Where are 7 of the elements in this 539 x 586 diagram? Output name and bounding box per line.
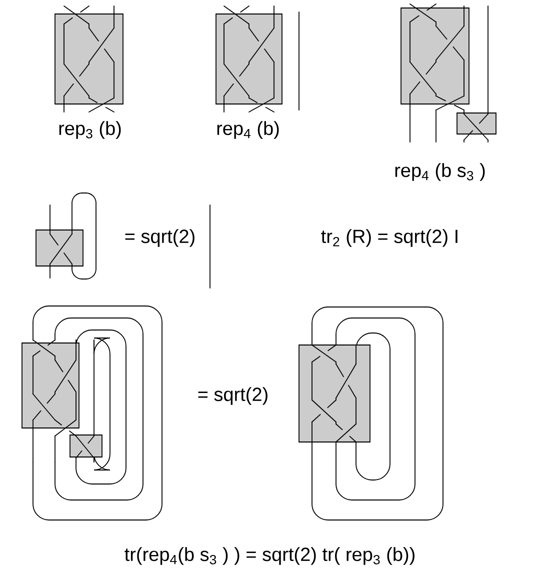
equation: rep$_{4}$ (b s$_{3}$ ) [395,163,485,181]
equation: tr(rep$_{4}$(b s$_{3}$ ) ) = sqrt(2) tr( rep$_{3}$ (b)) [124,547,414,565]
equation: rep$_{3}$ (b) [59,121,121,139]
equation: = sqrt(2) [198,387,268,405]
equation: rep$_{4}$ (b) [217,121,279,139]
equation: tr$_{2}$ (R) = sqrt(2) I [321,229,458,247]
equation: = sqrt(2) [125,229,194,247]
